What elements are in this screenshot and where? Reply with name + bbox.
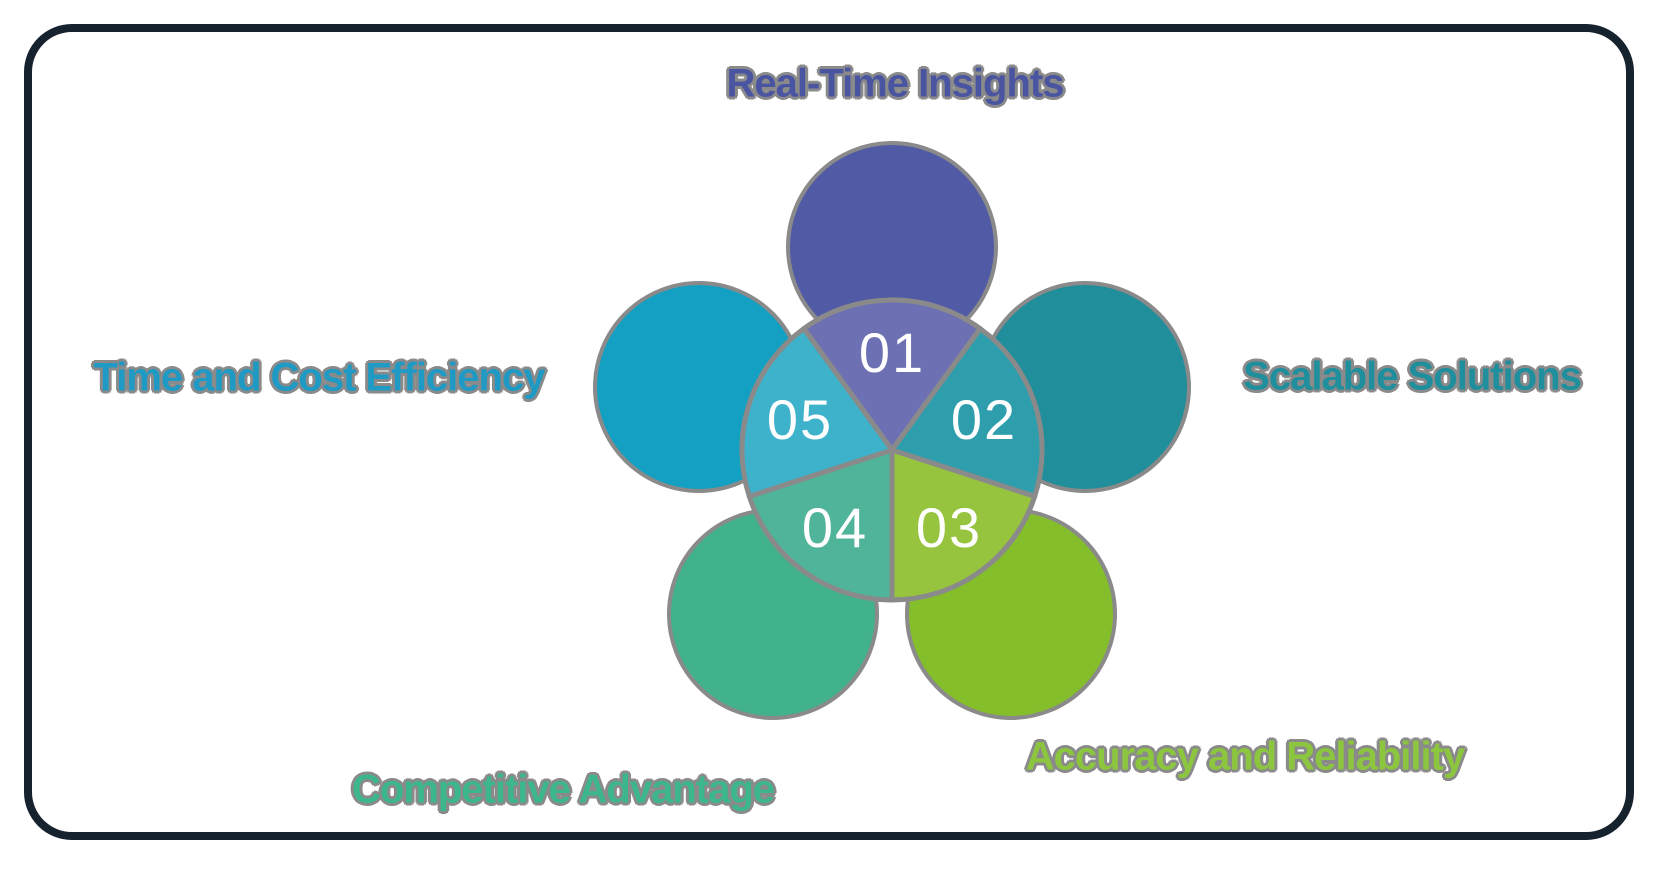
label-real-time-insights: Real-Time Insights: [726, 61, 1065, 106]
wedge-number-01: 01: [859, 321, 925, 384]
wedge-03: [889, 447, 1038, 603]
wedge-number-05: 05: [767, 388, 833, 451]
wedge-number-03: 03: [916, 496, 982, 559]
wedge-05: [739, 326, 895, 499]
wedge-number-04: 04: [802, 496, 868, 559]
rounded-border-frame: [24, 24, 1634, 840]
label-time-and-cost-efficiency: Time and Cost Efficiency: [93, 355, 546, 400]
label-scalable-solutions: Scalable Solutions: [1243, 354, 1582, 399]
wedge-01: [801, 297, 983, 453]
label-accuracy-and-reliability: Accuracy and Reliability: [1025, 734, 1465, 779]
wedge-04: [746, 447, 895, 603]
wedge-02: [889, 326, 1045, 499]
label-competitive-advantage: Competitive Advantage: [351, 767, 775, 812]
wedge-number-02: 02: [951, 388, 1017, 451]
